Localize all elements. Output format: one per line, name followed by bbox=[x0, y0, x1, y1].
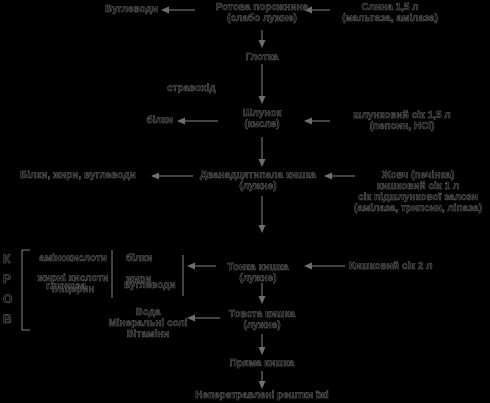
absorption-row-2-left: жирні кислоти гліцерин bbox=[37, 273, 109, 295]
water-label: Вода bbox=[135, 307, 161, 318]
blood-letter-1: К bbox=[3, 252, 11, 266]
mouth-condition: (слабо лужне) bbox=[227, 13, 297, 24]
large-intestine-condition: (лужне) bbox=[243, 320, 281, 331]
saliva-enzymes: (мальтаза, амілаза) bbox=[342, 13, 438, 24]
pharynx-node: Глотка bbox=[245, 52, 279, 63]
glycerol-label: гліцерин bbox=[51, 284, 95, 295]
mineral-salts-label: Мінеральні солі bbox=[108, 318, 188, 329]
fatty-acids-label: жирні кислоти bbox=[37, 273, 109, 284]
nutrients-output-label: Білки, жири, вуглеводи bbox=[20, 170, 136, 181]
bile-line-3: сік підшлункової залози bbox=[358, 192, 478, 203]
rectum-node: Пряма кишка bbox=[229, 358, 295, 369]
intestinal-juice-node: Кишковий сік 2 л bbox=[349, 261, 433, 272]
bile-node: Жовч (печінка) кишковий сік 1 л сік підш… bbox=[353, 170, 483, 214]
blood-label: К Р О В bbox=[3, 252, 13, 333]
small-intestine-node: Тонка кишка (лужне) bbox=[227, 262, 288, 284]
duodenum-node: Дванадцятипала кишка (лужне) bbox=[200, 170, 316, 192]
absorption-row-1-right: білки bbox=[126, 253, 153, 264]
mouth-node: Ротова порожнина (слабо лужне) bbox=[215, 2, 309, 24]
gastric-juice-enzymes: (пепсин, HCl) bbox=[369, 121, 435, 132]
absorption-row-3-right: вуглеводи bbox=[124, 280, 176, 291]
stomach-title: Шлунок bbox=[242, 108, 282, 119]
vitamins-label: Вітаміни bbox=[126, 329, 170, 340]
stomach-node: Шлунок (кисле) bbox=[242, 108, 282, 130]
absorption-row-1-left: амінокислоти bbox=[39, 253, 107, 264]
mouth-title: Ротова порожнина bbox=[215, 2, 309, 13]
water-salts-node: Вода Мінеральні солі Вітаміни bbox=[108, 307, 187, 340]
large-intestine-title: Товста кишка bbox=[228, 309, 296, 320]
carbs-output-label: Вуглеводи bbox=[105, 4, 158, 15]
blood-letter-2: Р bbox=[3, 272, 12, 286]
small-intestine-condition: (лужне) bbox=[239, 273, 277, 284]
gastric-juice-node: шлунковий сік 1,5 л (пепсин, HCl) bbox=[353, 110, 451, 132]
bile-line-4: (амілаза, трипсин, ліпаза) bbox=[353, 203, 483, 214]
bile-line-2: кишковий сік 1 л bbox=[376, 181, 460, 192]
bile-line-1: Жовч (печінка) bbox=[381, 170, 455, 181]
blood-letter-4: В bbox=[3, 312, 12, 326]
duodenum-condition: (лужне) bbox=[239, 181, 277, 192]
absorption-row-2-right: жири bbox=[126, 274, 152, 285]
gastric-juice-title: шлунковий сік 1,5 л bbox=[353, 110, 451, 121]
undigested-residue-node: Неперетравлені рештки їжі bbox=[195, 390, 329, 401]
saliva-node: Слина 1,5 л (мальтаза, амілаза) bbox=[342, 2, 438, 24]
absorption-row-3-left: глюкоза bbox=[45, 281, 87, 292]
esophagus-label: стравохід bbox=[167, 83, 216, 94]
duodenum-title: Дванадцятипала кишка bbox=[199, 170, 317, 181]
blood-letter-3: О bbox=[3, 292, 13, 306]
proteins-output-label: білки bbox=[146, 115, 173, 126]
small-intestine-title: Тонка кишка bbox=[227, 262, 289, 273]
stomach-condition: (кисле) bbox=[244, 119, 280, 130]
large-intestine-node: Товста кишка (лужне) bbox=[228, 309, 296, 331]
saliva-title: Слина 1,5 л bbox=[361, 2, 419, 13]
